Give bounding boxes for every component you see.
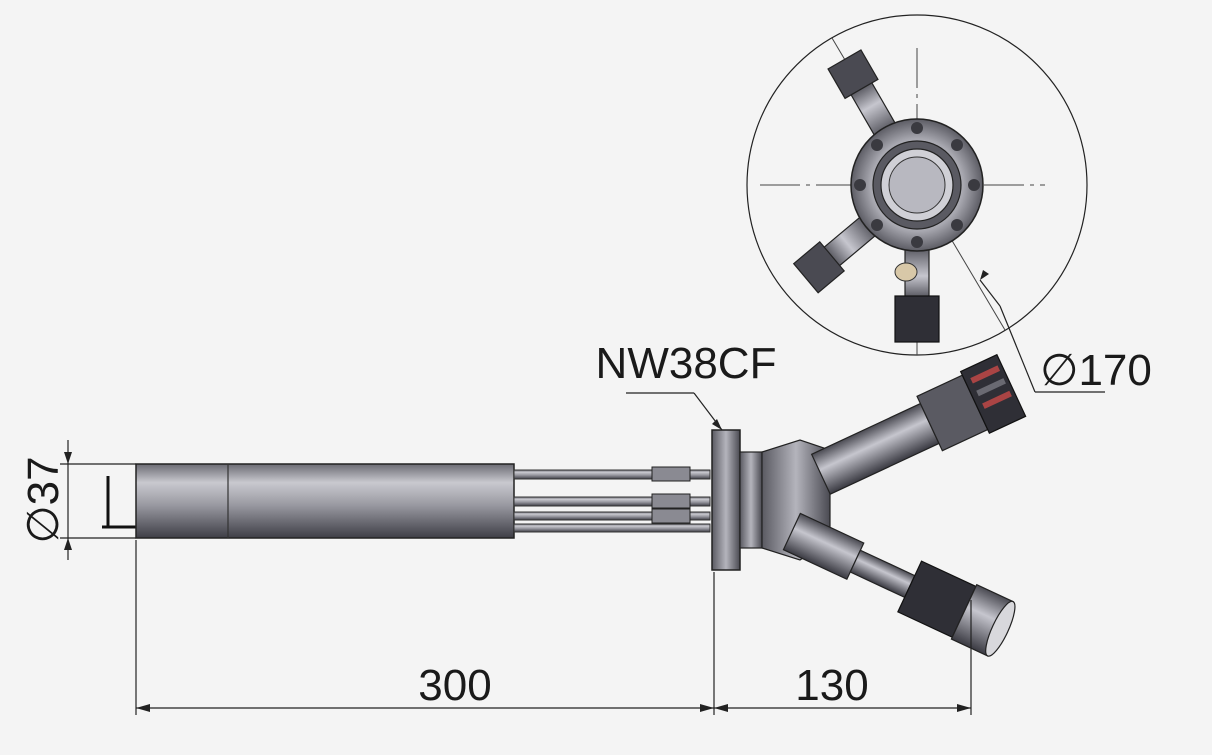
top-view [746, 14, 1088, 356]
dimension-diameter-37-label: ∅37 [19, 456, 68, 543]
flange-callout-label: NW38CF [596, 339, 777, 388]
dimension-lines [60, 270, 1105, 715]
probe-side-view [102, 353, 1027, 657]
dimension-130-label: 130 [795, 661, 868, 710]
dimension-300-label: 300 [418, 661, 491, 710]
dimension-diameter-170-label: ∅170 [1040, 346, 1152, 395]
